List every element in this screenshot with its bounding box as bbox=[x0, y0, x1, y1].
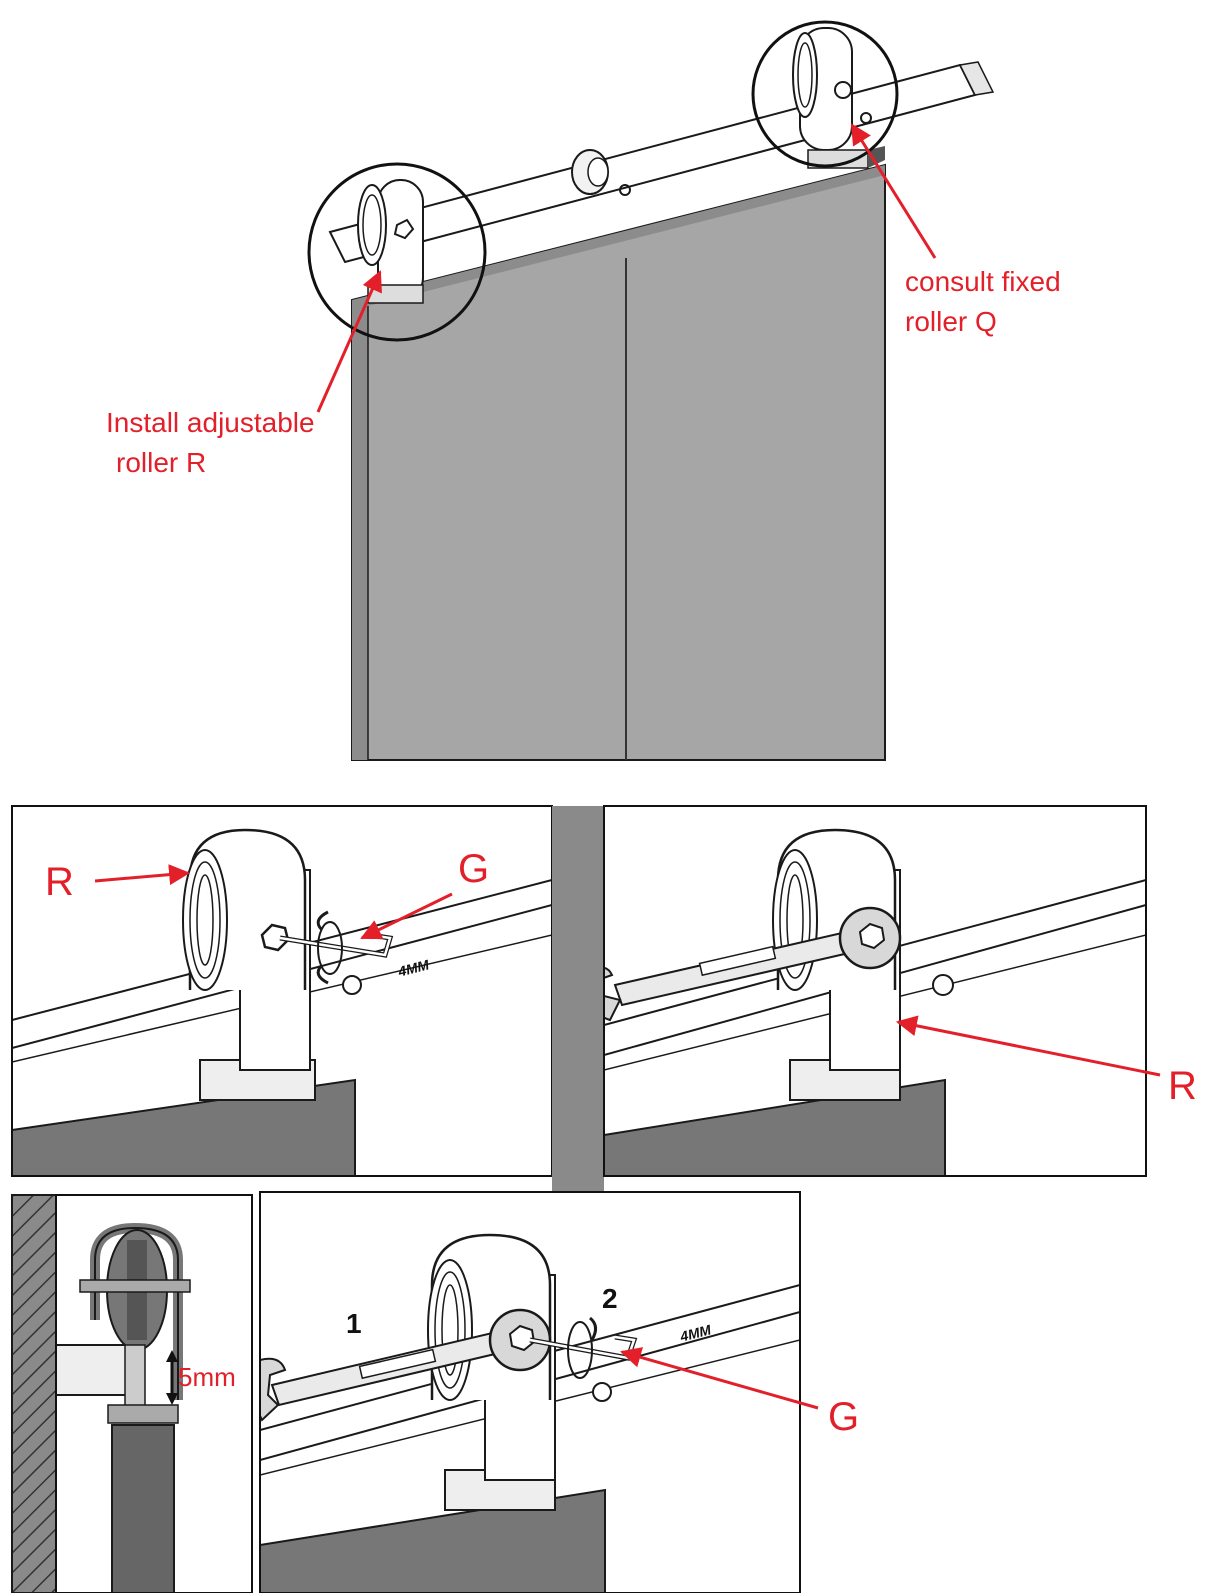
rail-stopper bbox=[571, 149, 609, 195]
label-5mm: 5mm bbox=[178, 1362, 236, 1392]
panel-lock-adjustment bbox=[259, 1191, 819, 1593]
arrow-icon bbox=[316, 270, 382, 413]
label-consult-fixed: consult fixed bbox=[905, 266, 1061, 297]
panel-tighten-nut bbox=[603, 805, 1161, 1177]
label-r-panel-a: R bbox=[45, 860, 74, 904]
label-g-panel-a: G bbox=[458, 847, 490, 891]
door bbox=[351, 163, 886, 761]
wrench-icon bbox=[260, 1308, 552, 1422]
highlight-circle-left bbox=[307, 162, 487, 342]
top-view bbox=[307, 20, 995, 761]
label-install-adjustable: Install adjustable bbox=[106, 407, 315, 438]
label-g-panel-d: G bbox=[828, 1395, 860, 1439]
highlight-circle-right bbox=[751, 20, 899, 168]
label-step-1: 1 bbox=[346, 1308, 362, 1339]
label-roller-q: roller Q bbox=[905, 306, 997, 337]
wall bbox=[11, 1194, 57, 1593]
arrow-icon bbox=[850, 123, 937, 259]
door-edge bbox=[552, 806, 604, 1192]
arrow-icon bbox=[895, 1015, 1161, 1077]
wrench-icon bbox=[604, 906, 902, 1022]
panel-adjust-hex-key bbox=[11, 805, 553, 1177]
label-roller-r: roller R bbox=[116, 447, 207, 478]
arrow-icon bbox=[360, 892, 453, 940]
label-step-2: 2 bbox=[602, 1283, 618, 1314]
arrow-icon bbox=[94, 864, 191, 886]
label-r-panel-b: R bbox=[1168, 1064, 1197, 1108]
arrow-icon bbox=[619, 1347, 819, 1410]
roller-icon bbox=[792, 27, 885, 169]
roller-icon bbox=[357, 179, 424, 304]
panel-side-view bbox=[11, 1194, 253, 1593]
